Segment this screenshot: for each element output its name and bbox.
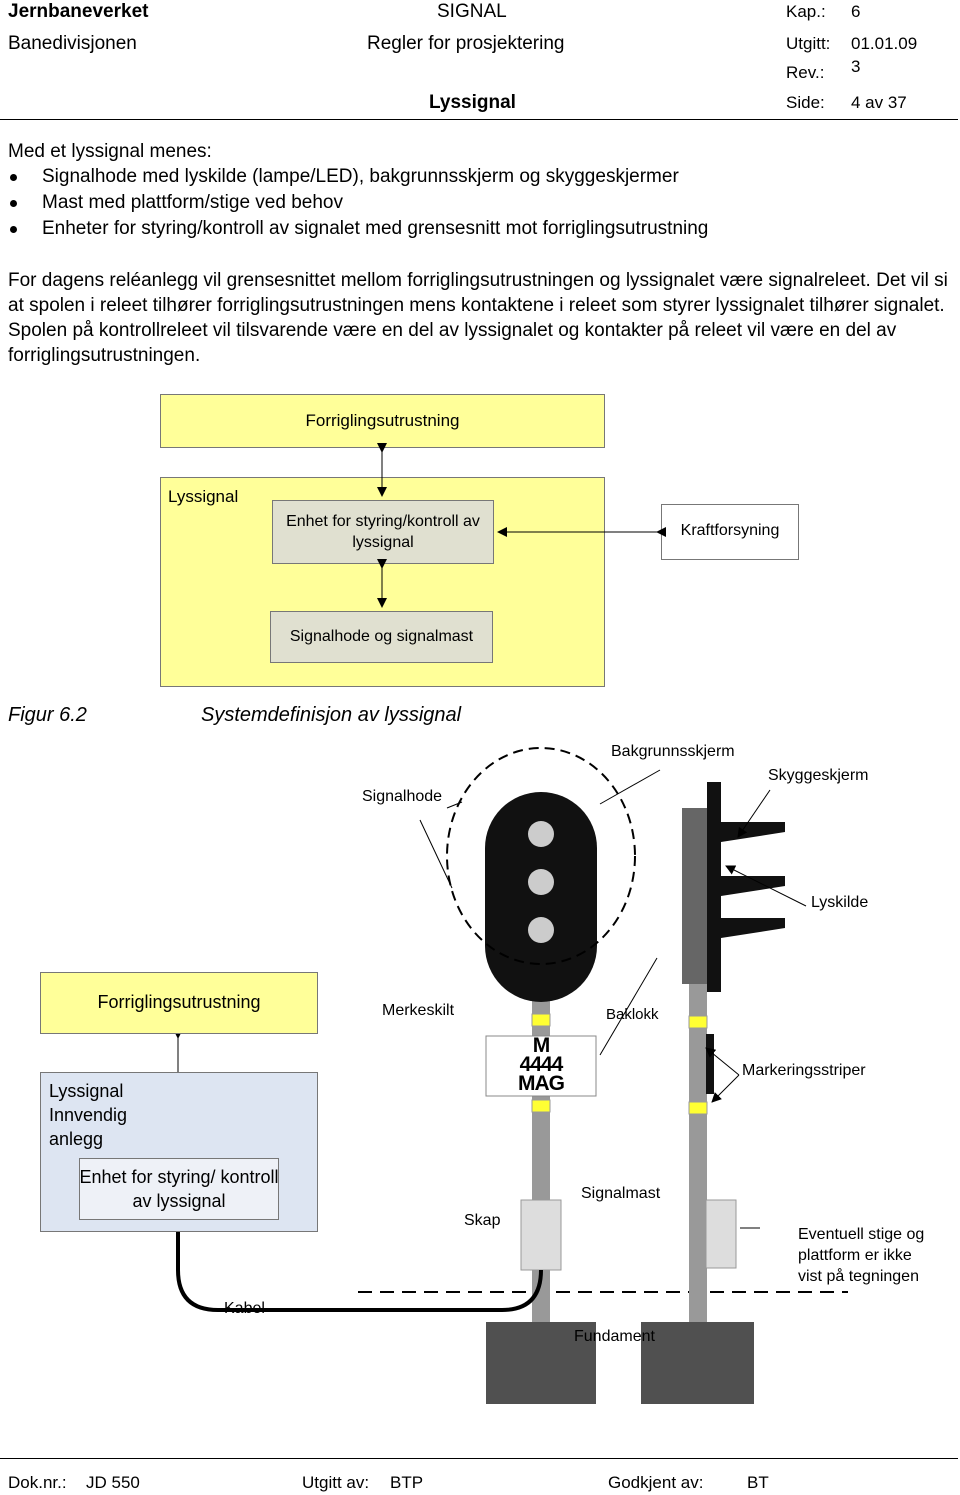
label-bakgrunnsskjerm: Bakgrunnsskjerm <box>611 743 735 760</box>
stripe <box>531 1099 551 1113</box>
label-kabel: Kabel <box>224 1300 265 1317</box>
lamp <box>528 869 554 895</box>
footer-divider <box>0 1458 958 1459</box>
merkeskilt-sign <box>485 1035 597 1097</box>
skap-box <box>520 1199 562 1271</box>
enhet-label: Enhet for styring/ kontroll av lyssignal <box>79 1167 279 1211</box>
diagram1-arrows <box>377 443 666 608</box>
enhet-box <box>79 1158 279 1220</box>
forrigling-box-lower <box>40 972 318 1034</box>
label-stige: Eventuell stige og plattform er ikke vis… <box>798 1226 925 1285</box>
kap-label: Kap.: <box>786 2 826 21</box>
utgitt-label: Utgitt: <box>786 34 831 53</box>
godkjent-label: Godkjent av: <box>608 1473 704 1492</box>
dashed-outline <box>446 747 636 965</box>
hood <box>721 822 785 842</box>
label-baklokk: Baklokk <box>606 1006 659 1023</box>
forrigling-label: Forriglingsutrustning <box>305 411 460 430</box>
label-lyskilde: Lyskilde <box>811 894 869 911</box>
background-screen-side <box>707 782 721 992</box>
foundation-left <box>486 1322 596 1404</box>
forrigling-label-lower: Forriglingsutrustning <box>97 992 261 1012</box>
control-unit-label: Enhet for styring/kontroll av lyssignal <box>286 513 480 551</box>
utgitt-value: 01.01.09 <box>851 34 918 53</box>
leader-lyskilde <box>725 865 807 907</box>
label-skyggeskjerm: Skyggeskjerm <box>768 767 869 784</box>
label-fundament: Fundament <box>574 1328 655 1345</box>
utgitt-av-value: BTP <box>390 1473 424 1492</box>
leader-skygge <box>737 789 771 838</box>
marking-stripe <box>706 1034 714 1094</box>
leader-signalhode <box>419 819 453 889</box>
header-divider <box>0 119 958 120</box>
mast-right <box>689 970 707 1322</box>
forrigling-box <box>160 394 605 448</box>
label-merkeskilt: Merkeskilt <box>382 1002 455 1019</box>
power-supply-box <box>661 504 799 560</box>
org-name: Jernbaneverket <box>8 1 149 22</box>
hood <box>721 918 785 938</box>
lamp <box>528 821 554 847</box>
signal-illustration <box>173 747 848 1404</box>
label-signalmast: Signalmast <box>581 1185 661 1202</box>
hood <box>721 876 785 896</box>
cable <box>176 1206 543 1312</box>
side-value: 4 av 37 <box>851 93 907 112</box>
foundation-right <box>641 1322 754 1404</box>
rev-label: Rev.: <box>786 63 825 82</box>
mast-top <box>532 1002 550 1014</box>
skap-box <box>705 1199 737 1269</box>
figure-title: Systemdefinisjon av lyssignal <box>201 704 462 726</box>
doc-subtitle: Regler for prosjektering <box>367 33 565 54</box>
bullet-list: Signalhode med lyskilde (lampe/LED), bak… <box>10 164 708 242</box>
sign-line-1: M <box>532 1034 551 1057</box>
label-signalhode: Signalhode <box>362 788 443 805</box>
stripe <box>688 1101 708 1115</box>
list-item: Mast med plattform/stige ved behov <box>10 190 708 216</box>
sign-text: M 4444 MAG <box>486 1034 596 1095</box>
leader-markering-1 <box>705 1047 740 1076</box>
sign-line-3: MAG <box>518 1072 565 1095</box>
figure-number: Figur 6.2 <box>8 704 87 726</box>
rev-value: 3 <box>851 57 861 76</box>
leader-bakgrunn <box>599 769 661 805</box>
leader-baklokk <box>599 957 658 1056</box>
doknr-label: Dok.nr.: <box>8 1473 67 1492</box>
body-paragraph: For dagens reléanlegg vil grensesnittet … <box>8 270 948 366</box>
interior-label: Lyssignal Innvendig anlegg <box>49 1081 128 1149</box>
list-item: Enheter for styring/kontroll av signalet… <box>10 216 708 242</box>
signal-head-box <box>270 611 493 663</box>
side-label: Side: <box>786 93 825 112</box>
label-skap: Skap <box>464 1212 501 1229</box>
sign-line-2: 4444 <box>519 1053 564 1076</box>
signal-head-front <box>485 792 597 1002</box>
section-title: Lyssignal <box>429 92 516 113</box>
intro-text: Med et lyssignal menes: <box>8 141 212 162</box>
stripe <box>531 1013 551 1027</box>
label-markeringsstriper: Markeringsstriper <box>742 1062 866 1079</box>
lyssignal-label: Lyssignal <box>168 487 239 506</box>
utgitt-av-label: Utgitt av: <box>302 1473 370 1492</box>
lamp <box>528 917 554 943</box>
stripe <box>688 1015 708 1029</box>
power-supply-label: Kraftforsyning <box>680 522 780 539</box>
godkjent-value: BT <box>747 1473 769 1492</box>
doc-type: SIGNAL <box>437 1 507 22</box>
doknr-value: JD 550 <box>86 1473 140 1492</box>
head-side <box>682 808 708 984</box>
signal-head-label: Signalhode og signalmast <box>289 628 474 645</box>
list-item: Signalhode med lyskilde (lampe/LED), bak… <box>10 164 708 190</box>
leader-markering-2 <box>711 1074 740 1103</box>
division-name: Banedivisjonen <box>8 33 137 54</box>
kap-value: 6 <box>851 2 861 21</box>
